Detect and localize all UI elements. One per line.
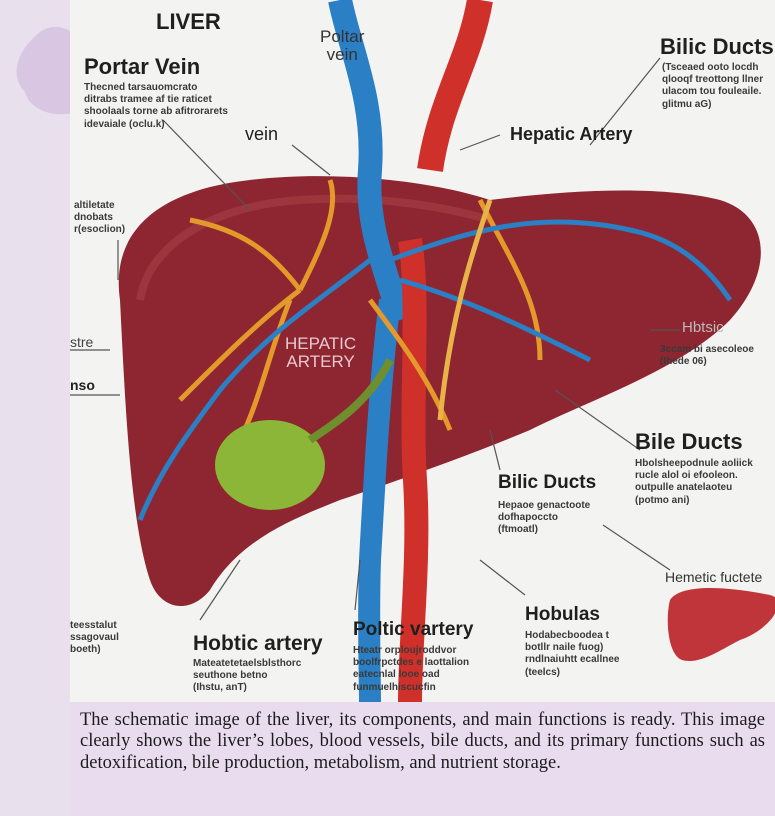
caption-text: The schematic image of the liver, its co… bbox=[70, 702, 775, 816]
label-stre: stre bbox=[70, 335, 93, 350]
blurb-left-mid: altiletate dnobats r(esoclion) bbox=[74, 200, 125, 237]
blurb-hobulas: Hodabecboodea t botllr naile fuog) rndln… bbox=[525, 630, 619, 679]
blurb-bottom-left: teesstalut ssagovaul boeth) bbox=[70, 620, 119, 657]
blurb-bile-ducts: Hbolsheepodnule aoliick rucle alol oi ef… bbox=[635, 458, 753, 507]
liver-illustration: LIVER Poltar vein Portar Vein Thecned ta… bbox=[70, 0, 775, 702]
blurb-hbtsic: 3ccam bi asecoleoe (Ihede 06) bbox=[660, 344, 754, 368]
label-poltic-vartery: Poltic vartery bbox=[353, 620, 473, 640]
label-bile-ducts: Bile Ducts bbox=[635, 430, 743, 453]
label-portar-vein: Portar Vein bbox=[84, 55, 200, 78]
label-hobtic-artery: Hobtic artery bbox=[193, 633, 323, 655]
blurb-poltic-vartery: Hteatr orploujroddvor boolfrpctdes e lao… bbox=[353, 645, 469, 694]
label-hobulas: Hobulas bbox=[525, 605, 600, 625]
blurb-bilic-ducts-mid: Hepaoe genactoote dofhapoccto (ftmoatl) bbox=[498, 500, 590, 537]
title-liver: LIVER bbox=[156, 10, 221, 33]
label-hepatic-artery-right: Hepatic Artery bbox=[510, 125, 632, 144]
label-hepatic-artery-center: HEPATIC ARTERY bbox=[285, 335, 356, 371]
label-bilic-ducts-mid: Bilic Ducts bbox=[498, 473, 596, 493]
blurb-hobtic-artery: Mateatetetaelsblsthorc seuthone betno (I… bbox=[193, 658, 301, 695]
label-bilic-ducts-top: Bilic Ducts bbox=[660, 35, 774, 58]
label-hepatic-fuctet: Hemetic fuctete bbox=[665, 570, 762, 585]
blurb-portar-vein: Thecned tarsauomcrato ditrabs tramee af … bbox=[84, 82, 228, 131]
label-hbtsic: Hbtsic bbox=[682, 320, 724, 336]
label-vein: vein bbox=[245, 125, 278, 144]
mini-liver bbox=[668, 588, 775, 661]
label-portal-vein-top: Poltar vein bbox=[320, 28, 364, 64]
gallbladder bbox=[215, 420, 325, 510]
blurb-bilic-ducts-top: (Tsceaed ooto locdh qlooqf treottong lln… bbox=[662, 62, 763, 111]
label-nso: nso bbox=[70, 378, 95, 393]
artery-vessel bbox=[430, 0, 480, 170]
